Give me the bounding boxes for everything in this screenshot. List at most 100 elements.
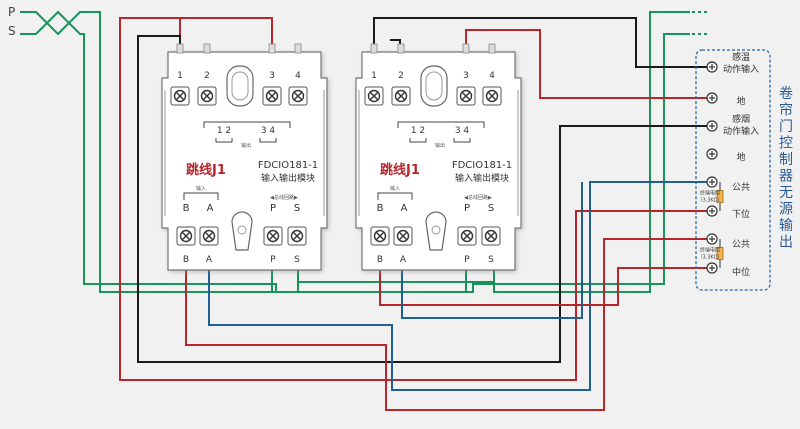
controller-title-char: 卷 [779,86,793,102]
terminal-bottom-label: P [270,255,276,265]
resistor-label: 终端电阻 [700,190,720,197]
bus-label-p: P [8,5,15,19]
module-tab-0 [176,43,184,54]
controller-terminal-label: 地 [736,95,745,107]
output-label-12: 1 2 [217,126,231,136]
output-subbracket-2 [259,138,277,143]
module1-b-wire [185,238,712,411]
output-caption: 输出 [435,142,445,149]
ba-label-a: A [207,203,214,214]
mount-keyhole [425,211,447,251]
terminal-bottom-label: P [464,255,470,265]
module-tab-2 [268,43,276,54]
mount-slot-top-inner [425,71,443,101]
module-tab-1 [203,43,211,54]
input-bracket [377,192,413,200]
resistor-body-1 [716,190,724,203]
terminal-bottom-label: S [294,255,300,265]
module-desc: 输入输出模块 [261,172,315,184]
controller-terminal-label: 动作输入 [723,125,759,137]
module-body [355,51,522,271]
terminal-top-1-slot2 [176,92,184,100]
controller-terminal-label: 地 [736,151,745,163]
terminal-bottom-4-slot2 [293,232,301,240]
module2-a-wire [401,182,583,319]
terminal-top-label: 4 [489,71,495,81]
output-subbracket-1 [409,138,427,143]
terminal-bottom-label: S [488,255,494,265]
ps-label-s: S [294,203,300,214]
module1-a-wire [208,181,712,391]
terminal-bottom-2-slot2 [205,232,213,240]
output-label-34: 3 4 [455,126,470,136]
terminal-top-1-slot2 [370,92,378,100]
resistor-label: 终端电阻 [700,247,720,254]
controller-title-char: 出 [779,235,793,251]
module-tab-2 [462,43,470,54]
module1-loop-wire [137,35,712,363]
module2-out3-wire [465,29,712,99]
module-tab-3 [294,43,302,54]
controller-title-char: 源 [779,202,793,218]
module2-b-wire [379,255,712,306]
input-caption: 输入 [390,185,400,192]
controller-terminal-label: 感烟 [732,113,750,125]
controller-title-char: 制 [779,152,793,168]
mount-slot-top-inner [231,71,249,101]
terminal-bottom-4-slot2 [487,232,495,240]
controller-title-char: 无 [779,185,793,201]
ps-label-p: P [464,203,470,214]
terminal-top-4-slot2 [488,92,496,100]
terminal-top-2-slot2 [203,92,211,100]
controller-terminal-label: 公共 [732,239,750,250]
resistor-body-2 [716,247,724,260]
terminal-top-label: 3 [463,71,469,81]
module-tab-0 [370,43,378,54]
module-tab-1 [397,43,405,54]
terminal-bottom-3-slot2 [269,232,277,240]
output-label-34: 3 4 [261,126,276,136]
output-bracket [203,121,291,128]
terminal-bottom-label: B [183,255,189,265]
bus-label-s: S [8,24,16,38]
wires-layer [20,10,712,411]
output-subbracket-1 [215,138,233,143]
output-caption: 输出 [241,142,251,149]
output-bracket [397,121,485,128]
jumper-label: 跳线J1 [380,162,420,178]
bus-caption: ◀总线回路▶ [270,194,298,201]
bus-caption: ◀总线回路▶ [464,194,492,201]
bus-labels-layer: P S [8,5,16,38]
ps-label-s: S [488,203,494,214]
output-subbracket-2 [453,138,471,143]
terminal-top-label: 1 [371,71,377,81]
module1-out3-wire [120,17,273,52]
terminal-top-4-slot2 [294,92,302,100]
controller-title-char: 输 [779,218,793,234]
terminal-top-2-slot2 [397,92,405,100]
controller-terminal-label: 下位 [732,208,750,220]
resistor-label: （3.3KΩ） [697,198,722,204]
mount-keyhole-inner [237,225,247,235]
input-bracket [183,192,219,200]
terminal-top-3-slot2 [462,92,470,100]
controller-layer: 感温动作输入地感烟动作输入地公共下位公共中位终端电阻（3.3KΩ）终端电阻（3.… [695,49,793,291]
mount-keyhole-inner [431,225,441,235]
controller-terminal-label: 动作输入 [723,63,759,75]
input-caption: 输入 [196,185,206,192]
module-tab-3 [488,43,496,54]
controller-title-char: 控 [779,136,793,152]
ba-label-a: A [401,203,408,214]
controller-box [695,49,771,291]
controller-terminal-label: 公共 [732,182,750,193]
controller-title-char: 帘 [779,103,793,119]
controller-title-char: 门 [779,119,793,135]
bus-s-wire [20,10,690,293]
controller-terminal-label: 感温 [732,51,750,63]
ps-label-p: P [270,203,276,214]
